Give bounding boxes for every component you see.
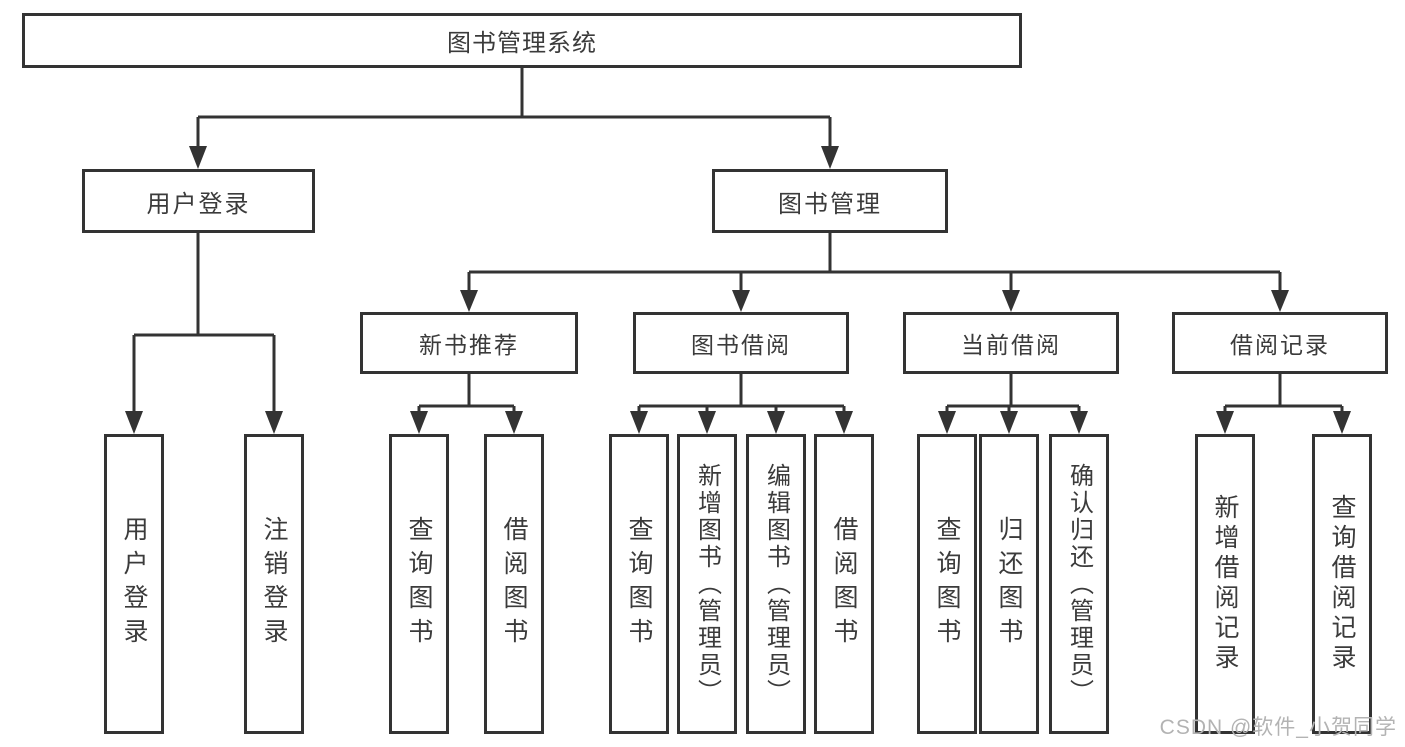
leaf-borrow-books-recommend: 借阅图书	[484, 434, 544, 734]
leaf-query-books-borrow-label: 查询图书	[625, 516, 653, 652]
leaf-edit-books-admin: 编辑图书（管理员）	[746, 434, 806, 734]
node-new-book-recommend-label: 新书推荐	[419, 332, 519, 358]
leaf-user-login-label: 用户登录	[120, 516, 148, 652]
node-book-management: 图书管理	[712, 169, 948, 233]
leaf-borrow-books-recommend-label: 借阅图书	[500, 516, 528, 652]
node-system-root: 图书管理系统	[22, 13, 1022, 68]
leaf-logout-label: 注销登录	[260, 516, 288, 652]
node-current-borrow: 当前借阅	[903, 312, 1119, 374]
leaf-return-books: 归还图书	[979, 434, 1039, 734]
node-book-management-label: 图书管理	[778, 190, 882, 218]
leaf-edit-books-admin-label: 编辑图书（管理员）	[762, 462, 790, 706]
leaf-query-books-recommend-label: 查询图书	[405, 516, 433, 652]
leaf-user-login: 用户登录	[104, 434, 164, 734]
leaf-confirm-return-admin: 确认归还（管理员）	[1049, 434, 1109, 734]
csdn-watermark: CSDN @软件_小贺同学	[1159, 716, 1397, 739]
leaf-query-books-borrow: 查询图书	[609, 434, 669, 734]
leaf-add-borrow-record: 新增借阅记录	[1195, 434, 1255, 734]
leaf-add-borrow-record-label: 新增借阅记录	[1211, 494, 1239, 674]
node-new-book-recommend: 新书推荐	[360, 312, 578, 374]
leaf-add-books-admin: 新增图书（管理员）	[677, 434, 737, 734]
leaf-query-books-current-label: 查询图书	[933, 516, 961, 652]
node-user-login-label: 用户登录	[146, 190, 251, 218]
node-book-borrow-label: 图书借阅	[691, 332, 791, 358]
node-user-login: 用户登录	[82, 169, 315, 233]
leaf-query-borrow-record-label: 查询借阅记录	[1328, 494, 1356, 674]
node-borrow-record: 借阅记录	[1172, 312, 1388, 374]
leaf-query-borrow-record: 查询借阅记录	[1312, 434, 1372, 734]
leaf-query-books-recommend: 查询图书	[389, 434, 449, 734]
leaf-query-books-current: 查询图书	[917, 434, 977, 734]
node-current-borrow-label: 当前借阅	[961, 332, 1061, 358]
leaf-borrow-books-label: 借阅图书	[830, 516, 858, 652]
node-book-borrow: 图书借阅	[633, 312, 849, 374]
leaf-confirm-return-admin-label: 确认归还（管理员）	[1065, 462, 1093, 706]
node-borrow-record-label: 借阅记录	[1230, 332, 1330, 358]
leaf-borrow-books: 借阅图书	[814, 434, 874, 734]
leaf-add-books-admin-label: 新增图书（管理员）	[693, 462, 721, 706]
leaf-return-books-label: 归还图书	[995, 516, 1023, 652]
node-system-root-label: 图书管理系统	[447, 30, 597, 57]
leaf-logout: 注销登录	[244, 434, 304, 734]
